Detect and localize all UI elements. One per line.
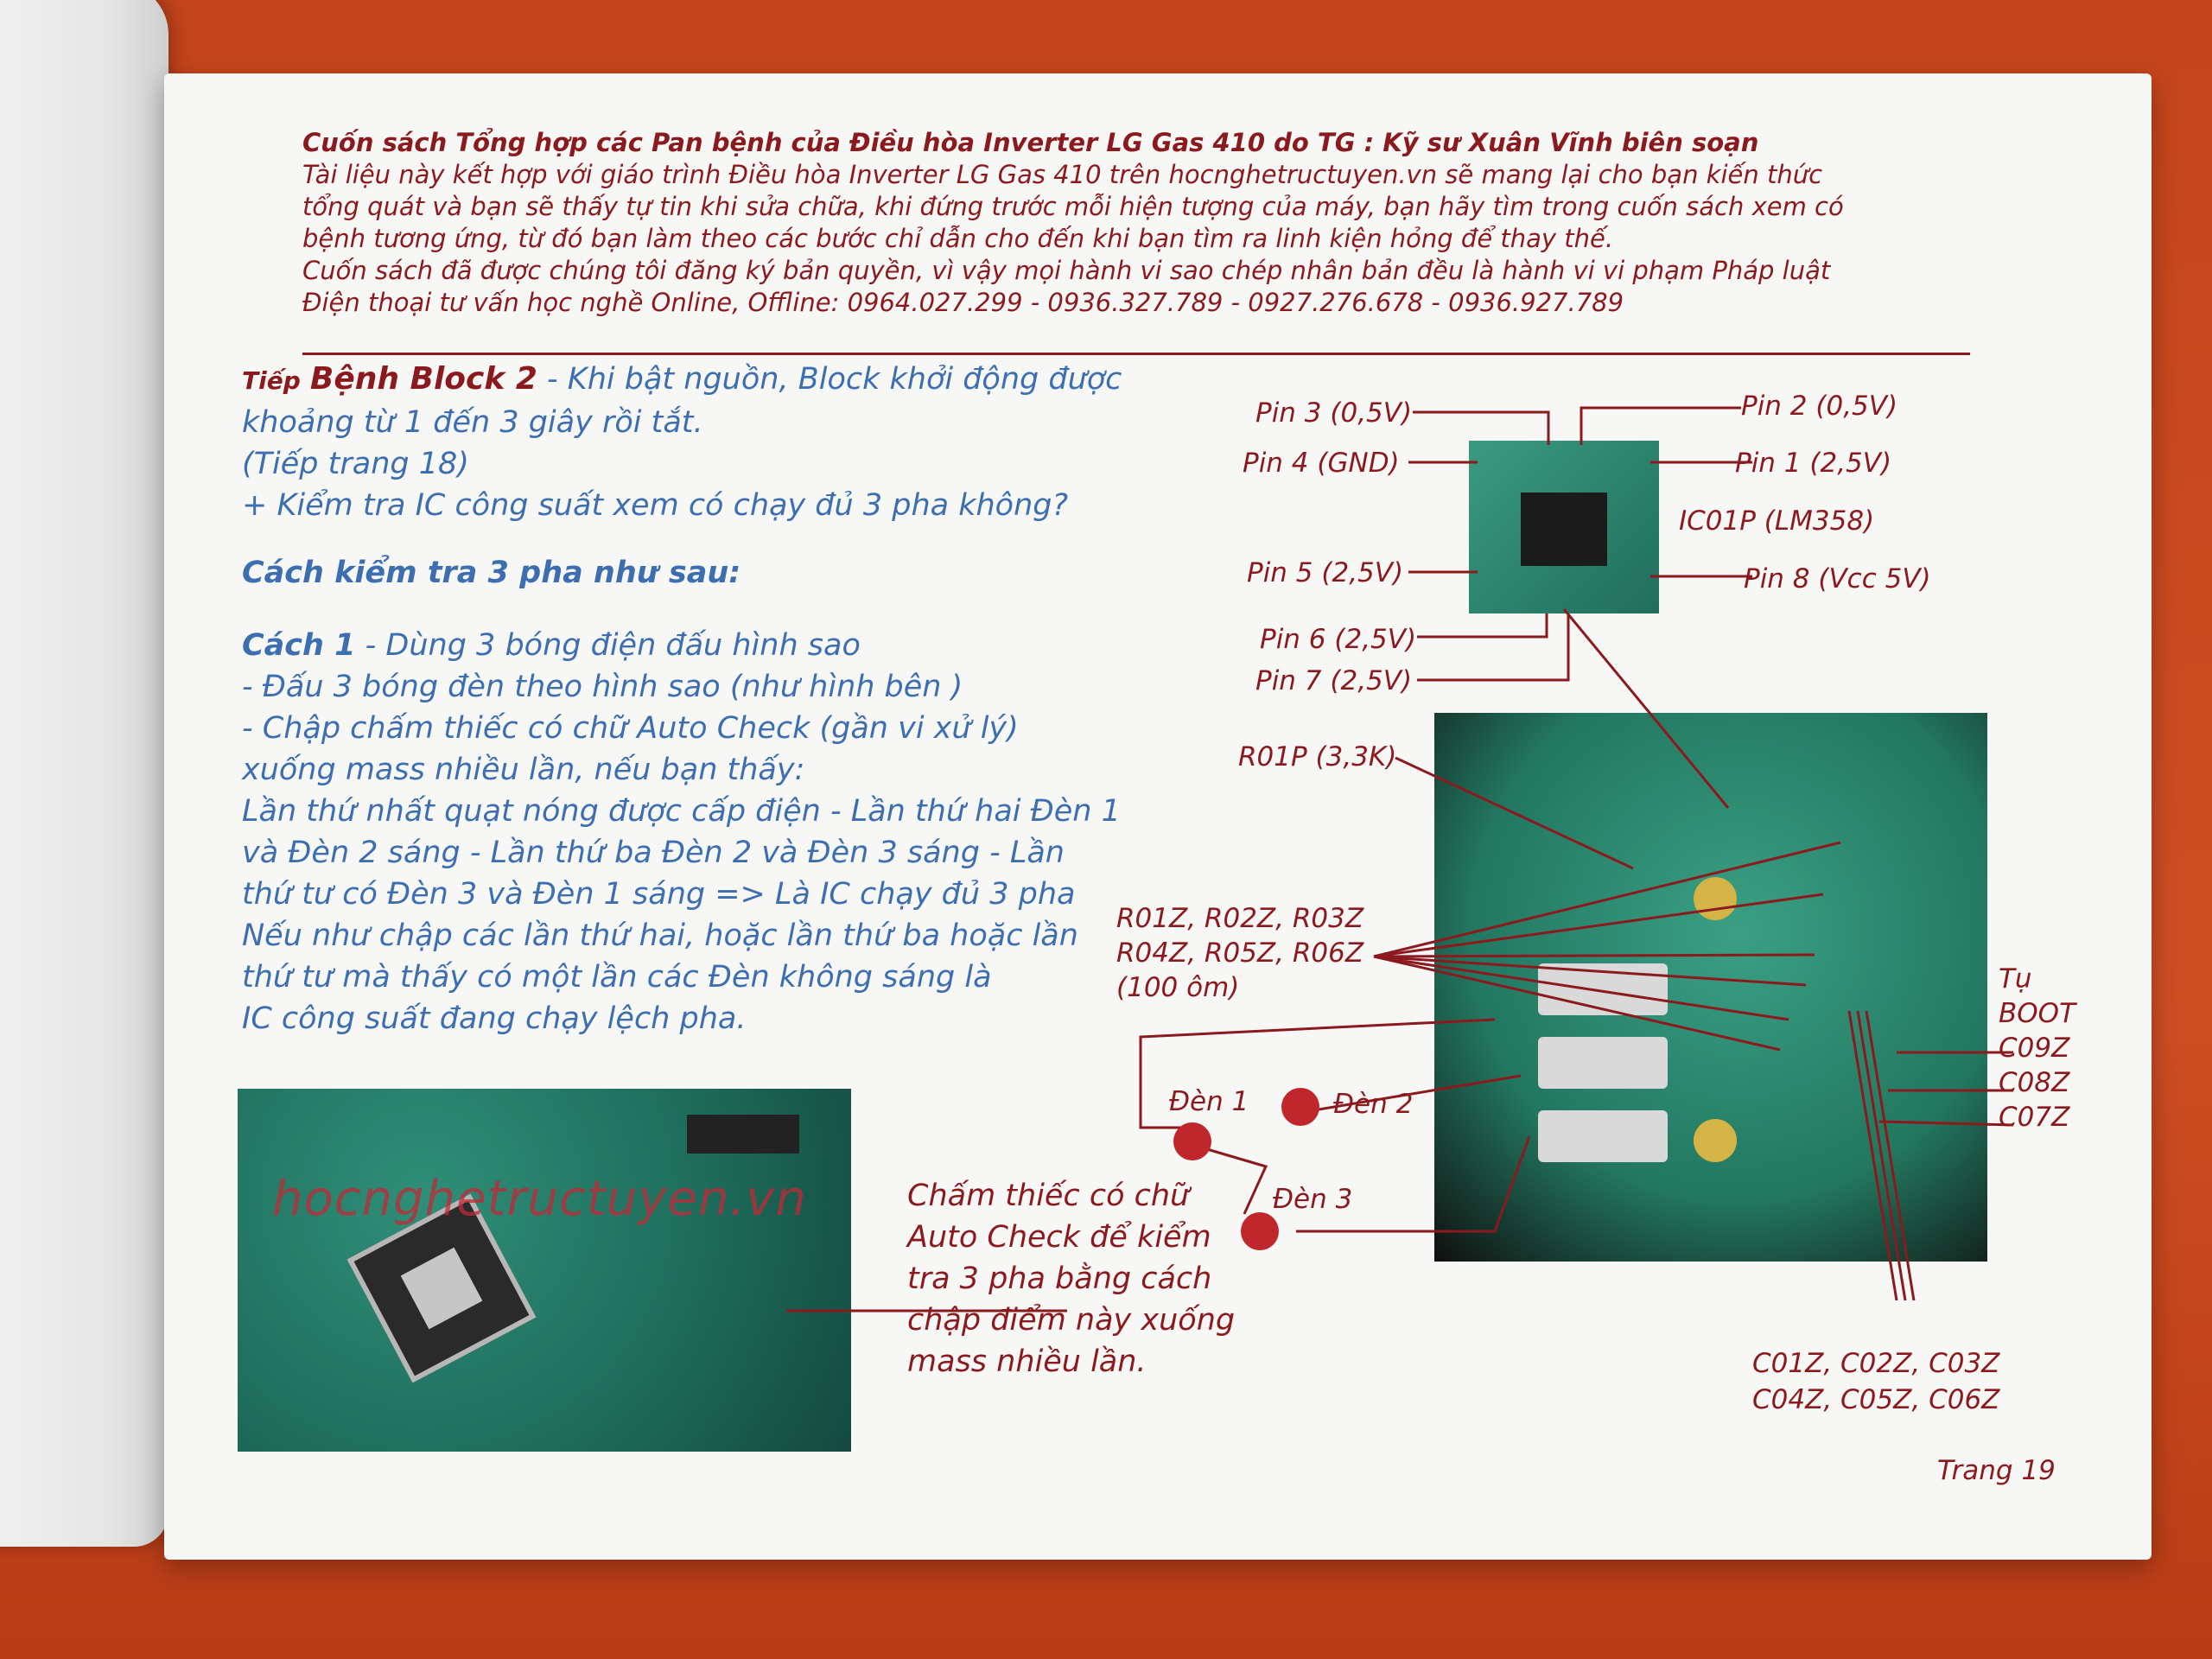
power-board-photo — [1434, 713, 1987, 1262]
c07z-label: C07Z — [1999, 1102, 2070, 1133]
den3-label: Đèn 3 — [1273, 1184, 1353, 1215]
photo-caption: Chấm thiếc có chữ Auto Check để kiểm tra… — [907, 1175, 1270, 1382]
page-number: Trang 19 — [1937, 1455, 2056, 1486]
boot-label: BOOT — [1999, 998, 2076, 1029]
pad-v — [1538, 1037, 1668, 1089]
caption-line: chập điểm này xuống — [907, 1303, 1236, 1338]
body-line: - Đấu 3 bóng đèn theo hình sao (như hình… — [242, 670, 963, 704]
pin4-label: Pin 4 (GND) — [1243, 448, 1400, 479]
section-heading: Tiếp Bệnh Block 2 - Khi bật nguồn, Block… — [242, 359, 1236, 402]
caption-line: tra 3 pha bằng cách — [907, 1262, 1212, 1296]
pad-u — [1538, 963, 1668, 1015]
book-page: Cuốn sách Tổng hợp các Pan bệnh của Điều… — [164, 73, 2152, 1560]
den2-label: Đèn 2 — [1333, 1089, 1414, 1120]
header-line: bệnh tương ứng, từ đó bạn làm theo các b… — [302, 224, 1614, 253]
ic-closeup-photo — [1469, 441, 1659, 613]
method-1: Cách 1 - Dùng 3 bóng điện đấu hình sao — [242, 625, 1236, 666]
body-line: Nếu như chập các lần thứ hai, hoặc lần t… — [242, 918, 1078, 953]
pin7-label: Pin 7 (2,5V) — [1255, 665, 1413, 696]
ic-label: IC01P (LM358) — [1679, 505, 1875, 537]
body-text: Tiếp Bệnh Block 2 - Khi bật nguồn, Block… — [242, 359, 1236, 1039]
header-divider — [302, 353, 1970, 355]
caption-line: mass nhiều lần. — [907, 1344, 1147, 1379]
header-line: Điện thoại tư vấn học nghề Online, Offli… — [302, 288, 1624, 317]
caption-line: Auto Check để kiểm — [907, 1220, 1211, 1255]
body-line: khoảng từ 1 đến 3 giây rồi tắt. — [242, 405, 703, 440]
left-page-edge — [0, 0, 168, 1547]
pin6-label: Pin 6 (2,5V) — [1260, 624, 1417, 655]
pin5-label: Pin 5 (2,5V) — [1247, 557, 1404, 588]
caption-line: Chấm thiếc có chữ — [907, 1179, 1190, 1213]
body-line: (Tiếp trang 18) — [242, 447, 469, 481]
circuit-board-photo: hocnghetructuyen.vn — [238, 1089, 851, 1452]
pin2-label: Pin 2 (0,5V) — [1741, 391, 1898, 422]
pin1-label: Pin 1 (2,5V) — [1735, 448, 1892, 479]
page-header: Cuốn sách Tổng hợp các Pan bệnh của Điều… — [302, 127, 1979, 319]
header-line: Cuốn sách đã được chúng tôi đăng ký bản … — [302, 256, 1831, 285]
body-line: xuống mass nhiều lần, nếu bạn thấy: — [242, 753, 805, 787]
tu-label: Tụ — [1999, 963, 2032, 995]
pin8-label: Pin 8 (Vcc 5V) — [1744, 563, 1931, 594]
screw — [1694, 877, 1737, 920]
body-line: và Đèn 2 sáng - Lần thứ ba Đèn 2 và Đèn … — [242, 836, 1065, 870]
den1-label: Đèn 1 — [1169, 1086, 1249, 1117]
body-line: Lần thứ nhất quạt nóng được cấp điện - L… — [242, 794, 1121, 829]
cz-label-1: C01Z, C02Z, C03Z — [1752, 1348, 2000, 1379]
pin3-label: Pin 3 (0,5V) — [1255, 397, 1413, 429]
header-line: tổng quát và bạn sẽ thấy tự tin khi sửa … — [302, 192, 1844, 221]
lamp-1-icon — [1173, 1122, 1211, 1160]
r01p-label: R01P (3,3K) — [1238, 741, 1397, 772]
body-line: IC công suất đang chạy lệch pha. — [242, 1001, 747, 1036]
method-1-text: - Dùng 3 bóng điện đấu hình sao — [355, 628, 861, 663]
tiep-label: Tiếp — [242, 366, 301, 395]
body-line: thứ tư mà thấy có một lần các Đèn không … — [242, 960, 992, 995]
pad-w — [1538, 1110, 1668, 1162]
method-heading: Cách kiểm tra 3 pha như sau: — [242, 556, 741, 590]
screw — [1694, 1119, 1737, 1162]
lamp-2-icon — [1281, 1088, 1319, 1126]
rz-label-2: R04Z, R05Z, R06Z — [1116, 938, 1364, 969]
c09z-label: C09Z — [1999, 1033, 2070, 1064]
c08z-label: C08Z — [1999, 1067, 2070, 1098]
body-line: - Chập chấm thiếc có chữ Auto Check (gần… — [242, 711, 1019, 746]
rz-label-3: (100 ôm) — [1116, 972, 1240, 1003]
header-line: Tài liệu này kết hợp với giáo trình Điều… — [302, 160, 1823, 189]
ic-chip — [687, 1115, 799, 1154]
body-line: thứ tư có Đèn 3 và Đèn 1 sáng => Là IC c… — [242, 877, 1076, 912]
watermark: hocnghetructuyen.vn — [272, 1171, 807, 1227]
method-1-label: Cách 1 — [242, 628, 356, 663]
body-line: + Kiểm tra IC công suất xem có chạy đủ 3… — [242, 488, 1069, 523]
header-title: Cuốn sách Tổng hợp các Pan bệnh của Điều… — [302, 128, 1759, 157]
cz-label-2: C04Z, C05Z, C06Z — [1752, 1384, 2000, 1415]
ic-package — [1521, 493, 1607, 566]
rz-label-1: R01Z, R02Z, R03Z — [1116, 903, 1364, 934]
intro-text: - Khi bật nguồn, Block khởi động được — [537, 362, 1122, 397]
disease-title: Bệnh Block 2 — [309, 361, 537, 397]
